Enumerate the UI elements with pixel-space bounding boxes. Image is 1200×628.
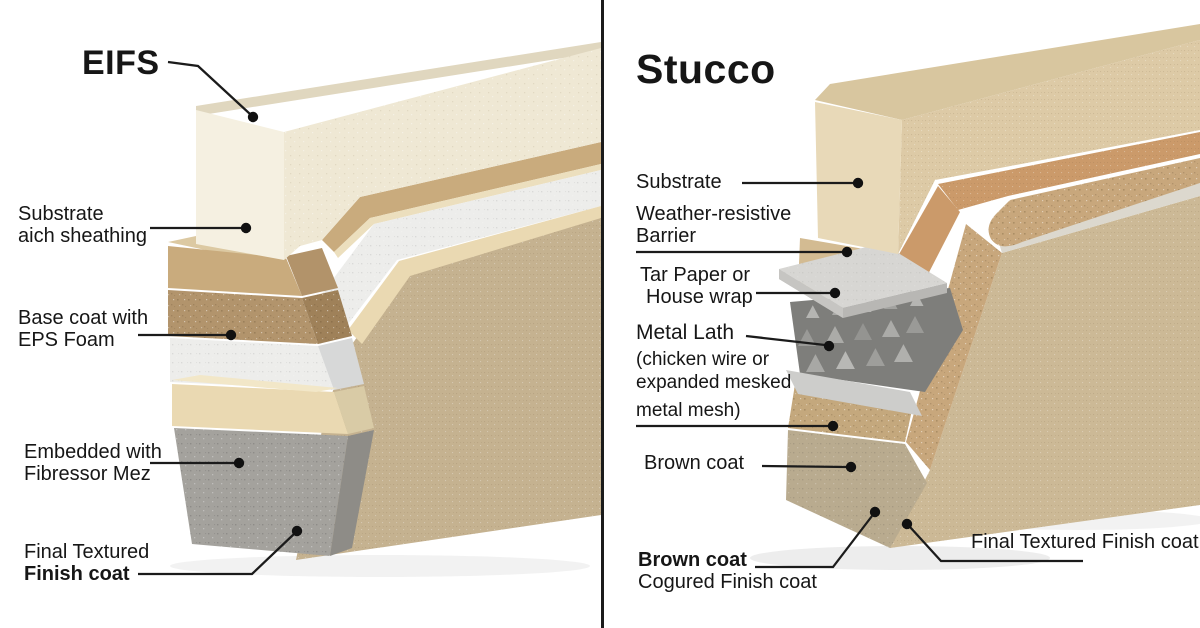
label-substrate-sheathing: Substrate aich sheathing [18, 203, 147, 247]
label-line: Substrate [18, 203, 104, 225]
label-line: Embedded with [24, 441, 162, 463]
label-line: (chicken wire or [636, 349, 770, 370]
label-line: Finish coat [24, 563, 130, 585]
label-line: Weather-resistive [636, 203, 792, 225]
label-metal-lath: Metal Lath [636, 321, 735, 344]
label-line: House wrap [646, 286, 753, 308]
label-base-coat-eps: Base coat with EPS Foam [18, 307, 148, 351]
label-substrate-right: Substrate [636, 171, 722, 193]
label-final-textured-left: Final Textured Finish coat [24, 541, 149, 585]
stucco-title: Stucco [636, 46, 776, 92]
label-line: Base coat with [18, 307, 149, 329]
leader-lines [138, 60, 1083, 576]
label-line: metal mesh) [636, 400, 741, 421]
eifs-wall [168, 42, 601, 560]
label-line: Fibressor Mez [24, 463, 151, 485]
stucco-wall [779, 24, 1200, 548]
label-line: aich sheathing [18, 225, 147, 247]
label-brown-coat-2: Brown coat Cogured Finish coat [638, 549, 817, 593]
label-line: Cogured Finish coat [638, 571, 817, 593]
label-final-textured-right: Final Textured Finish coat [971, 531, 1199, 553]
label-wrb: Weather-resistive Barrier [636, 203, 791, 247]
label-brown-coat-1: Brown coat [644, 452, 745, 474]
leader-dots [225, 111, 913, 537]
eifs-title: EIFS [82, 44, 160, 82]
divider-line [601, 0, 604, 628]
label-line: Barrier [636, 225, 697, 247]
label-line: Tar Paper or [640, 264, 751, 286]
label-tar-paper: Tar Paper or House wrap [640, 264, 753, 308]
label-metal-lath-detail: (chicken wire or expanded mesked metal m… [636, 348, 791, 422]
label-line: Brown coat [638, 549, 747, 571]
label-line: Final Textured [24, 541, 150, 563]
label-embedded-mesh: Embedded with Fibressor Mez [24, 441, 162, 485]
label-line: expanded mesked [636, 372, 792, 393]
label-line: EPS Foam [18, 329, 115, 351]
